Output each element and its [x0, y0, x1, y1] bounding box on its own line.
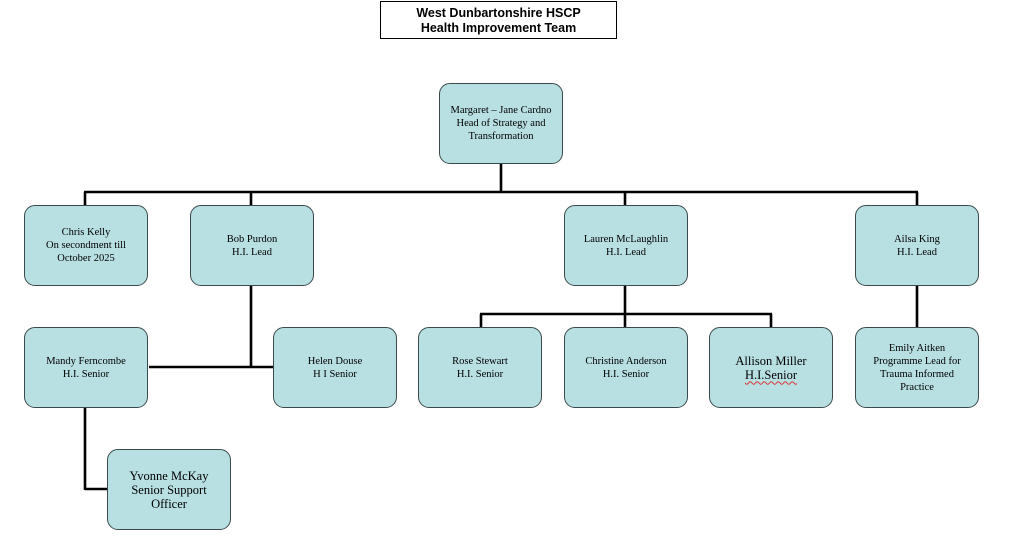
node-helen: Helen Douse H I Senior — [273, 327, 397, 408]
node-name: Christine Anderson — [585, 355, 667, 367]
node-name: Helen Douse — [307, 355, 363, 367]
node-role: Trauma Informed — [880, 368, 954, 380]
node-bob: Bob Purdon H.I. Lead — [190, 205, 314, 286]
node-name: Yvonne McKay — [129, 468, 209, 483]
node-emily: Emily Aitken Programme Lead for Trauma I… — [855, 327, 979, 408]
node-role: Head of Strategy and — [456, 118, 546, 129]
node-role: H.I. Senior — [456, 368, 504, 380]
node-role: H.I. Lead — [606, 246, 646, 258]
node-role: H I Senior — [313, 368, 357, 380]
node-role: H.I. Senior — [602, 368, 650, 380]
node-name: Rose Stewart — [452, 355, 508, 367]
node-role: H.I. Senior — [62, 368, 110, 380]
node-ailsa: Ailsa King H.I. Lead — [855, 205, 979, 286]
node-name: Chris Kelly — [61, 227, 111, 238]
node-mandy: Mandy Ferncombe H.I. Senior — [24, 327, 148, 408]
node-name: Mandy Ferncombe — [46, 355, 126, 367]
node-lauren: Lauren McLaughlin H.I. Lead — [564, 205, 688, 286]
chart-title-line-1: West Dunbartonshire HSCP — [416, 6, 581, 20]
node-role: H.I. Lead — [897, 246, 937, 258]
node-name: Allison Miller — [735, 353, 807, 368]
node-role: Senior Support Officer — [131, 482, 207, 511]
node-role: Programme Lead for — [873, 355, 961, 367]
node-role: On secondment till — [46, 240, 126, 251]
node-role: H.I. Lead — [232, 246, 272, 258]
node-name: Lauren McLaughlin — [583, 233, 669, 245]
node-name: Margaret – Jane Cardno — [450, 105, 552, 116]
node-name: Emily Aitken — [888, 342, 946, 354]
node-name: Bob Purdon — [226, 233, 278, 245]
node-role: Practice — [900, 381, 934, 393]
node-role: H.I.Senior — [744, 367, 798, 382]
node-rose: Rose Stewart H.I. Senior — [418, 327, 542, 408]
node-yvonne: Yvonne McKay Senior Support Officer — [107, 449, 231, 530]
node-chris: Chris Kelly On secondment till October 2… — [24, 205, 148, 286]
node-role: Transformation — [468, 131, 534, 142]
node-margaret: Margaret – Jane Cardno Head of Strategy … — [439, 83, 563, 164]
node-allison: Allison Miller H.I.Senior — [709, 327, 833, 408]
chart-title-line-2: Health Improvement Team — [420, 21, 577, 35]
node-role: October 2025 — [57, 253, 115, 264]
node-christine: Christine Anderson H.I. Senior — [564, 327, 688, 408]
chart-title-box: West Dunbartonshire HSCP Health Improvem… — [380, 1, 617, 39]
node-name: Ailsa King — [894, 233, 940, 245]
